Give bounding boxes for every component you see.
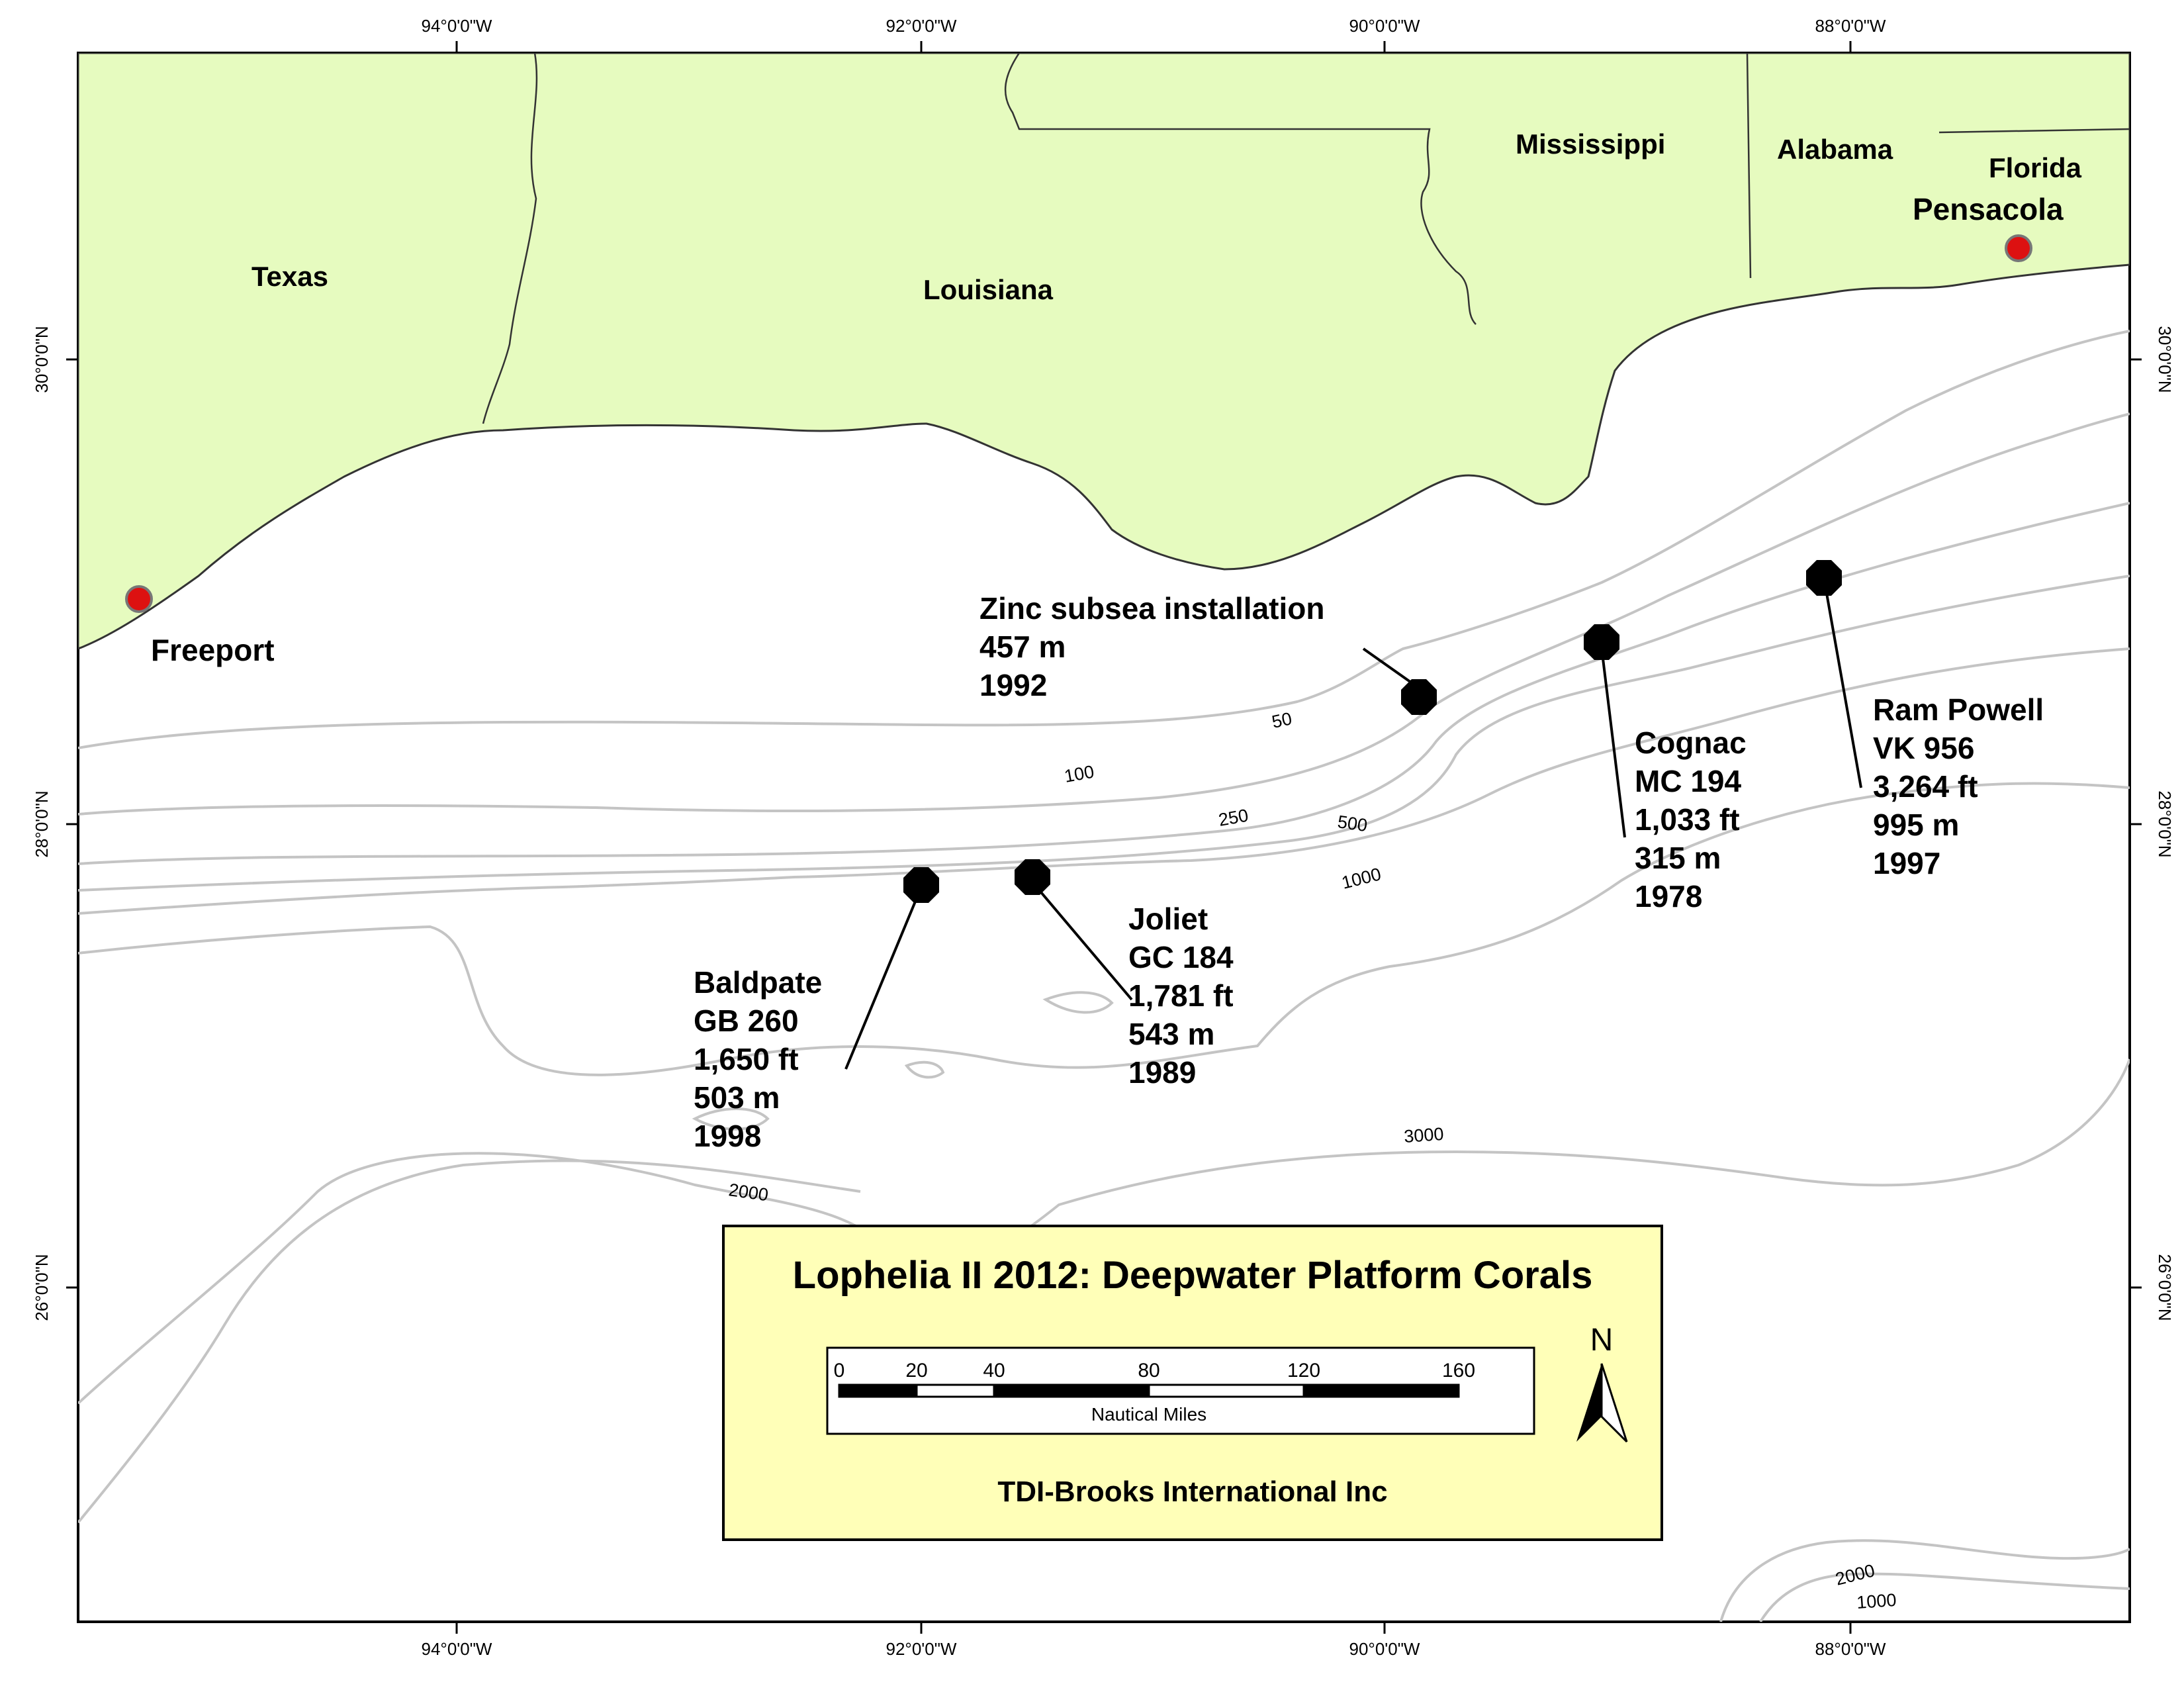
site-zinc-line-1: Zinc subsea installation	[979, 591, 1324, 626]
contour-label-500: 500	[1336, 812, 1369, 835]
site-zinc-line-3: 1992	[979, 668, 1047, 702]
site-marker-baldpate	[903, 867, 939, 903]
site-joliet-line-3: 1,781 ft	[1128, 978, 1234, 1013]
city-label-freeport: Freeport	[151, 633, 275, 667]
site-joliet-line-2: GC 184	[1128, 940, 1234, 974]
site-baldpate-line-5: 1998	[694, 1119, 761, 1153]
state-label-mississippi: Mississippi	[1516, 128, 1665, 160]
site-label-cognac: Cognac MC 194 1,033 ft 315 m 1978	[1635, 726, 1754, 914]
site-ram-powell-line-1: Ram Powell	[1873, 692, 2044, 727]
contour-label-3000: 3000	[1403, 1124, 1444, 1147]
lat-label-30: 30°0'0"N	[32, 326, 52, 393]
site-ram-powell-line-4: 995 m	[1873, 808, 1959, 842]
organization-label: TDI-Brooks International Inc	[997, 1476, 1387, 1508]
longitude-labels-bottom: 94°0'0"W 92°0'0"W 90°0'0"W 88°0'0"W	[422, 1639, 1886, 1659]
state-label-alabama: Alabama	[1777, 134, 1893, 165]
map-title: Lophelia II 2012: Deepwater Platform Cor…	[793, 1254, 1593, 1297]
site-marker-ram-powell	[1806, 560, 1842, 596]
depth-contours	[78, 330, 2130, 1622]
lat-label-28-right: 28°0'0"N	[2155, 790, 2175, 857]
lat-label-28: 28°0'0"N	[32, 790, 52, 857]
latitude-labels-left: 30°0'0"N 28°0'0"N 26°0'0"N	[32, 326, 52, 1321]
site-label-zinc: Zinc subsea installation 457 m 1992	[979, 591, 1333, 702]
site-joliet-line-5: 1989	[1128, 1055, 1196, 1090]
site-label-baldpate: Baldpate GB 260 1,650 ft 503 m 1998	[694, 965, 831, 1153]
city-marker-pensacola	[2005, 234, 2032, 262]
longitude-labels-top: 94°0'0"W 92°0'0"W 90°0'0"W 88°0'0"W	[422, 16, 1886, 36]
state-label-louisiana: Louisiana	[923, 274, 1054, 305]
site-zinc-line-2: 457 m	[979, 630, 1066, 664]
site-labels: Zinc subsea installation 457 m 1992 Cogn…	[694, 591, 2052, 1153]
lon-label-92-bottom: 92°0'0"W	[886, 1639, 957, 1659]
contour-label-1000-se: 1000	[1856, 1590, 1897, 1613]
lon-label-88: 88°0'0"W	[1815, 16, 1886, 36]
scale-bar: 0 20 40 80 120 160 Nautical Miles	[826, 1346, 1535, 1435]
scale-tick-120: 120	[1287, 1360, 1320, 1382]
state-label-texas: Texas	[251, 261, 328, 292]
site-cognac-line-5: 1978	[1635, 879, 1702, 914]
cities: Freeport Pensacola	[125, 192, 2064, 667]
city-label-pensacola: Pensacola	[1913, 192, 2064, 226]
site-marker-joliet	[1015, 859, 1050, 895]
scale-tick-160: 160	[1442, 1360, 1475, 1382]
site-joliet-line-4: 543 m	[1128, 1017, 1214, 1051]
site-label-ram-powell: Ram Powell VK 956 3,264 ft 995 m 1997	[1873, 692, 2052, 880]
scale-unit-label: Nautical Miles	[1091, 1404, 1206, 1425]
lat-label-26: 26°0'0"N	[32, 1254, 52, 1321]
lon-label-90-bottom: 90°0'0"W	[1349, 1639, 1420, 1659]
lon-label-88-bottom: 88°0'0"W	[1815, 1639, 1886, 1659]
scale-tick-80: 80	[1138, 1360, 1160, 1382]
scale-tick-20: 20	[905, 1360, 927, 1382]
north-label: N	[1590, 1323, 1614, 1358]
site-cognac-line-4: 315 m	[1635, 841, 1721, 875]
scale-tick-0: 0	[834, 1360, 845, 1382]
site-ram-powell-line-2: VK 956	[1873, 731, 1974, 765]
lat-label-26-right: 26°0'0"N	[2155, 1254, 2175, 1321]
scale-tick-40: 40	[983, 1360, 1005, 1382]
lon-label-94-bottom: 94°0'0"W	[422, 1639, 492, 1659]
state-label-florida: Florida	[1989, 152, 2082, 183]
site-cognac-line-1: Cognac	[1635, 726, 1747, 760]
site-baldpate-line-1: Baldpate	[694, 965, 822, 1000]
latitude-labels-right: 30°0'0"N 28°0'0"N 26°0'0"N	[2155, 326, 2175, 1321]
lat-label-30-right: 30°0'0"N	[2155, 326, 2175, 393]
site-cognac-line-2: MC 194	[1635, 764, 1741, 798]
scale-bar-segments	[838, 1383, 1460, 1398]
north-arrow-icon	[1576, 1364, 1602, 1442]
site-cognac-line-3: 1,033 ft	[1635, 802, 1740, 837]
site-marker-cognac	[1584, 624, 1619, 660]
site-baldpate-line-2: GB 260	[694, 1004, 799, 1038]
site-marker-zinc	[1401, 679, 1437, 715]
longitude-ticks	[66, 41, 2142, 1634]
site-ram-powell-line-5: 1997	[1873, 846, 1940, 880]
state-borders	[482, 53, 2130, 424]
lon-label-90: 90°0'0"W	[1349, 16, 1420, 36]
city-marker-freeport	[125, 585, 153, 613]
land-mass	[78, 53, 2130, 650]
legend-box: Lophelia II 2012: Deepwater Platform Cor…	[722, 1225, 1663, 1541]
site-joliet-line-1: Joliet	[1128, 902, 1208, 936]
site-baldpate-line-3: 1,650 ft	[694, 1042, 799, 1076]
lon-label-94: 94°0'0"W	[422, 16, 492, 36]
site-ram-powell-line-3: 3,264 ft	[1873, 769, 1978, 804]
north-arrow: N	[1576, 1323, 1628, 1443]
site-baldpate-line-4: 503 m	[694, 1080, 780, 1115]
site-label-joliet: Joliet GC 184 1,781 ft 543 m 1989	[1128, 902, 1242, 1090]
lon-label-92: 92°0'0"W	[886, 16, 957, 36]
state-labels: Texas Louisiana Mississippi Alabama Flor…	[251, 128, 2082, 305]
platform-sites	[903, 560, 1842, 903]
contour-label-50: 50	[1270, 708, 1294, 732]
